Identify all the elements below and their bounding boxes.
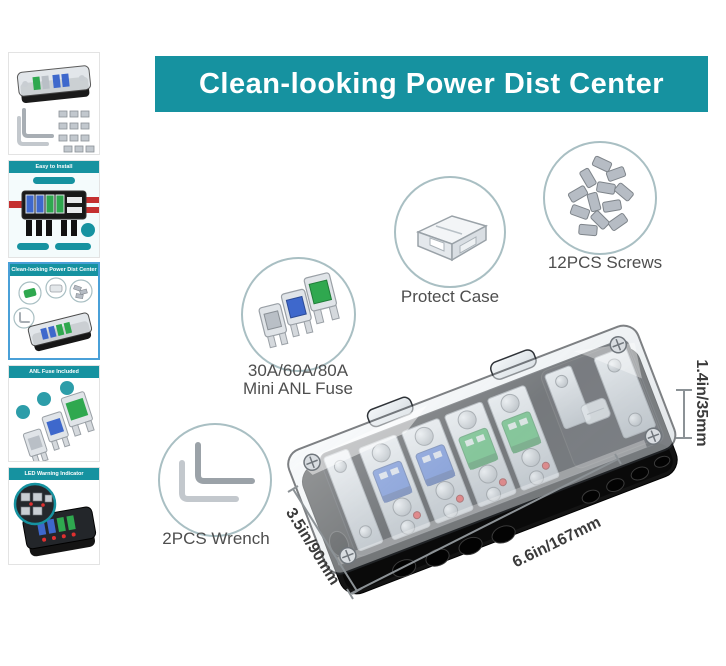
- wrench-label: 2PCS Wrench: [162, 529, 270, 548]
- fuse-label-line2: Mini ANL Fuse: [243, 379, 353, 398]
- screws-callout: [543, 141, 657, 255]
- wrench-illustration: [179, 442, 255, 502]
- screws-illustration: [567, 155, 634, 237]
- fuse-callout: [241, 257, 356, 372]
- fuse-label-line1: 30A/60A/80A: [247, 361, 349, 380]
- wrench-callout: [158, 423, 272, 537]
- thumbnail-banner: ANL Fuse Included: [9, 366, 99, 378]
- thumbnail-banner: Clean-looking Power Dist Center: [10, 264, 98, 276]
- screws-label: 12PCS Screws: [547, 253, 663, 272]
- clean-looking-illustration: [13, 277, 93, 352]
- fuse-illustration: [258, 272, 340, 349]
- thumbnail-anl-fuse-included[interactable]: ANL Fuse Included: [8, 365, 100, 462]
- easy-to-install-illustration: [9, 173, 99, 257]
- thumbnail-led-warning-indicator[interactable]: LED Warning Indicator: [8, 467, 100, 565]
- protect-case-illustration: [416, 215, 488, 262]
- page-title: Clean-looking Power Dist Center: [198, 67, 665, 100]
- anl-fuse-thumb-illustration: [16, 381, 95, 461]
- dimension-height-label: 1.4in/35mm: [693, 359, 710, 447]
- thumbnail-banner: LED Warning Indicator: [9, 468, 99, 480]
- led-warning-illustration: [13, 482, 97, 557]
- protect-case-callout: [394, 176, 506, 288]
- protect-case-label: Protect Case: [400, 287, 500, 306]
- thumbnail-easy-to-install[interactable]: Easy to Install: [8, 160, 100, 258]
- thumbnail-banner: Easy to Install: [9, 161, 99, 173]
- thumbnail-clean-looking-power-dist-center[interactable]: Clean-looking Power Dist Center: [8, 262, 100, 360]
- dimension-length-label: 6.6in/167mm: [509, 513, 604, 572]
- title-banner: Clean-looking Power Dist Center: [155, 56, 708, 112]
- thumbnail-kit-overview[interactable]: [8, 52, 100, 155]
- kit-overview-illustration: [16, 65, 95, 153]
